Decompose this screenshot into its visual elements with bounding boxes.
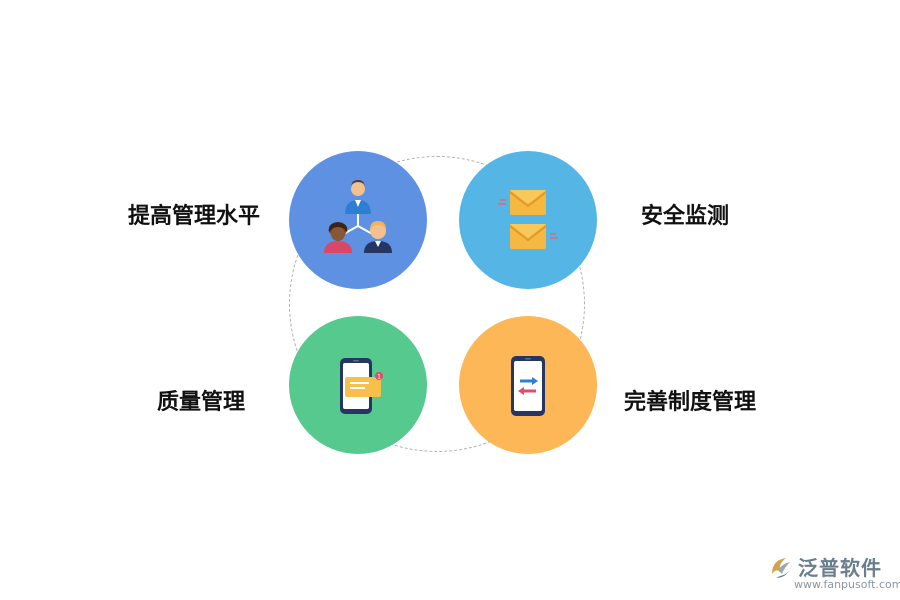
node-label-quality: 质量管理: [157, 390, 246, 415]
node-label-regulation: 完善制度管理: [624, 390, 757, 415]
envelopes-icon: [498, 190, 558, 249]
node-circle-quality: 1: [289, 316, 427, 454]
svg-text:1: 1: [377, 374, 381, 381]
node-circle-regulation: [459, 316, 597, 454]
node-label-management: 提高管理水平: [128, 204, 261, 229]
watermark-name: 泛普软件: [798, 556, 882, 580]
node-label-safety: 安全监测: [641, 204, 730, 229]
phone-transfer-icon: [511, 356, 545, 416]
connecting-ring: [289, 156, 585, 452]
phone-message-icon: 1: [340, 358, 383, 414]
people-hierarchy-icon: [324, 180, 392, 253]
fanpu-logo-icon: [772, 558, 792, 578]
watermark-logo: 泛普软件 www.fanpusoft.com: [768, 552, 900, 596]
node-circle-management: [289, 151, 427, 289]
watermark-url: www.fanpusoft.com: [794, 578, 900, 591]
node-circle-safety: [459, 151, 597, 289]
